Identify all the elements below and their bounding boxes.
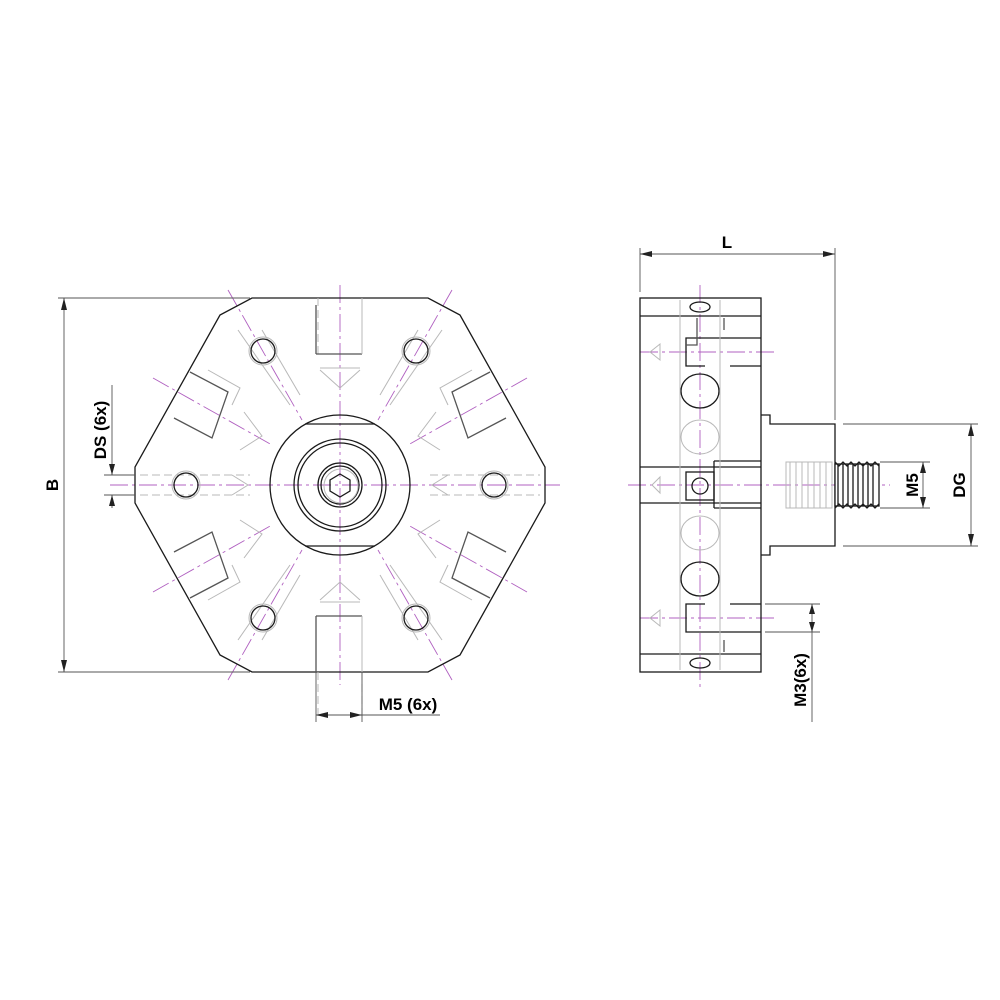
dimension-label-m3: M3(6x) [791,653,810,707]
dimension-label-m5-6x: M5 (6x) [379,695,438,714]
thread-m5 [834,461,880,509]
hex-socket-icon [329,473,351,498]
hole-top-right [401,336,431,366]
hexagon-body-outline [134,297,546,673]
dimension-label-b: B [43,479,62,491]
side-shaft [761,414,880,556]
dimension-label-l: L [722,233,732,252]
central-hub [269,414,411,556]
hole-top-left [248,336,278,366]
dimension-m3: M3(6x) [765,603,820,722]
dimension-m5-6x: M5 (6x) [315,672,440,722]
side-body [639,297,762,673]
center-lines [110,285,560,685]
dimension-ds: DS (6x) [91,385,135,508]
dimension-m5: M5 [880,461,930,509]
dimension-label-ds: DS (6x) [91,401,110,460]
thread-hidden [789,462,827,508]
dimension-l: L [639,233,836,420]
hidden-slot-top [315,298,363,389]
hole-right [479,470,509,500]
side-view: L M5 DG M3(6x) [628,233,978,722]
hole-left [171,470,201,500]
dimension-label-dg: DG [950,472,969,498]
hole-bottom-right [401,603,431,633]
dimension-label-m5: M5 [903,473,922,497]
hidden-slot-bottom [315,581,363,720]
dimension-b: B [43,297,250,673]
front-view: B DS (6x) M5 (6x) [43,285,560,722]
mounting-holes [171,336,509,633]
hole-bottom-left [248,603,278,633]
dimension-dg: DG [843,423,978,547]
